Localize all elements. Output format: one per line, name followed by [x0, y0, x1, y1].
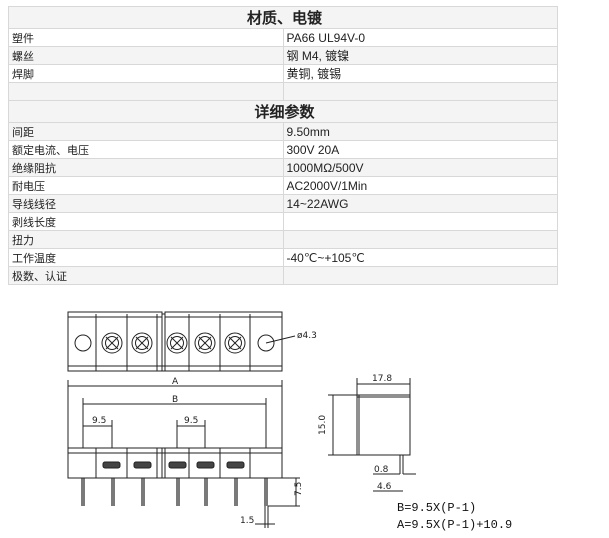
row-value: AC2000V/1Min	[282, 176, 558, 195]
pin-width-label: 0.8	[374, 465, 389, 475]
row-value	[282, 266, 558, 285]
pitch-mid-label: 9.5	[184, 416, 198, 426]
row-value	[282, 82, 558, 101]
row-value: 14~22AWG	[282, 194, 558, 213]
dimension-labels: ø4.3 A B 9.5 9.5 7.5 1.5 17.8 15.0 0.8 4…	[92, 331, 512, 532]
row-label: 剥线长度	[8, 212, 284, 231]
dim-a-label: A	[172, 377, 179, 387]
row-label: 导线线径	[8, 194, 284, 213]
pin-length-label: 7.5	[294, 482, 304, 496]
row-value: 300V 20A	[282, 140, 558, 159]
row-value: 钢 M4, 镀镍	[282, 46, 558, 65]
row-label: 焊脚	[8, 64, 284, 83]
row-label: 螺丝	[8, 46, 284, 65]
row-label	[8, 82, 284, 101]
row-value: 黄铜, 镀锡	[282, 64, 558, 83]
terminal-block-drawing: ø4.3 A B 9.5 9.5 7.5 1.5 17.8 15.0 0.8 4…	[67, 311, 512, 532]
row-label: 间距	[8, 122, 284, 141]
row-value: PA66 UL94V-0	[282, 28, 558, 47]
screw-icon	[224, 332, 246, 354]
side-view	[328, 378, 416, 492]
row-label: 塑件	[8, 28, 284, 47]
screw-icon	[131, 332, 153, 354]
row-value	[282, 212, 558, 231]
pitch-left-label: 9.5	[92, 416, 106, 426]
side-width-label: 17.8	[372, 374, 392, 384]
screw-icon	[101, 332, 123, 354]
section-title-material: 材质、电镀	[8, 6, 558, 29]
row-label: 扭力	[8, 230, 284, 249]
screw-icon	[166, 332, 188, 354]
row-value: 9.50mm	[282, 122, 558, 141]
screw-icon	[194, 332, 216, 354]
section-title-params: 详细参数	[8, 100, 558, 123]
row-label: 极数、认证	[8, 266, 284, 285]
row-label: 工作温度	[8, 248, 284, 267]
formula-b: B=9.5X(P-1)	[397, 501, 476, 515]
formula-a: A=9.5X(P-1)+10.9	[397, 518, 512, 532]
dim-b-label: B	[172, 395, 178, 405]
row-value: -40℃~+105℃	[282, 248, 558, 267]
row-value	[282, 230, 558, 249]
hole-dim-label: ø4.3	[297, 331, 317, 341]
top-view	[67, 311, 296, 372]
row-label: 耐电压	[8, 176, 284, 195]
pin-offset-label: 1.5	[240, 516, 254, 526]
front-view	[67, 380, 300, 528]
row-label: 额定电流、电压	[8, 140, 284, 159]
row-value: 1000MΩ/500V	[282, 158, 558, 177]
row-label: 绝缘阻抗	[8, 158, 284, 177]
side-height-label: 15.0	[318, 415, 328, 435]
side-pin-offset-label: 4.6	[377, 482, 392, 492]
